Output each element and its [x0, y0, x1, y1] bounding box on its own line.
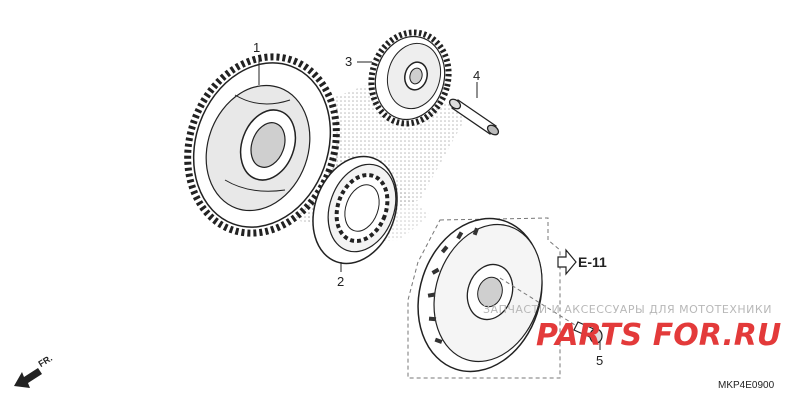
callout-3: 3 [345, 54, 353, 69]
callout-1: 1 [253, 40, 261, 55]
part-2-one-way-clutch [312, 155, 398, 265]
starter-clutch-outer [407, 217, 561, 379]
watermark-logo: PARTS FOR.RU [536, 318, 782, 353]
part-4-shaft [448, 98, 500, 136]
leader-lines [258, 56, 601, 350]
callout-2: 2 [337, 274, 345, 289]
reference-arrow-icon [557, 248, 577, 276]
callout-4: 4 [473, 68, 481, 83]
callout-5: 5 [596, 353, 604, 368]
front-direction-arrow-icon [14, 368, 42, 388]
diagram-code: MKP4E0900 [718, 380, 775, 391]
watermark-text: ЗАПЧАСТИ И АКСЕССУАРЫ ДЛЯ МОТОТЕХНИКИ [483, 303, 772, 316]
reference-label: E-11 [578, 254, 607, 270]
part-3-reduction-gear [368, 29, 452, 127]
part-1-starter-driven-gear [184, 53, 340, 237]
part-5-bolt [499, 277, 603, 344]
